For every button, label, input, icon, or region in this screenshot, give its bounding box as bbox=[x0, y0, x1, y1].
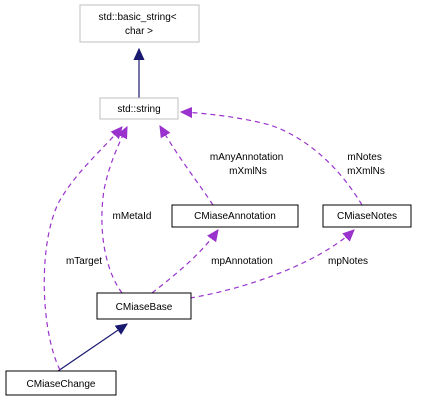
edge-labels: mAnyAnnotation mXmlNs mNotes mXmlNs mMet… bbox=[66, 152, 385, 267]
edge-label-line: mXmlNs bbox=[229, 166, 267, 177]
edge-base-to-annotation bbox=[151, 230, 218, 294]
edge-label-target: mTarget bbox=[66, 256, 102, 267]
node-miase-notes[interactable]: CMiaseNotes bbox=[322, 204, 412, 228]
node-label-line: CMiaseBase bbox=[116, 302, 173, 313]
edge-base-to-notes bbox=[189, 230, 354, 299]
node-label-line: std::basic_string< bbox=[99, 12, 177, 23]
inheritance-edges bbox=[57, 49, 139, 372]
edge-notes-to-std-string bbox=[181, 112, 363, 206]
node-label: CMiaseChange bbox=[27, 379, 96, 390]
node-label-line: CMiaseChange bbox=[27, 379, 96, 390]
edge-label-annotation-ptr: mpAnnotation bbox=[211, 256, 273, 267]
node-box bbox=[322, 204, 412, 228]
edge-label-line: mNotes bbox=[347, 152, 381, 163]
edge-label-line: mTarget bbox=[66, 256, 102, 267]
node-label-line: char > bbox=[125, 26, 153, 37]
node-label: CMiaseBase bbox=[116, 302, 173, 313]
node-label: std::string bbox=[117, 104, 160, 115]
edge-annotation-to-std-string bbox=[160, 126, 214, 206]
node-box bbox=[79, 4, 200, 43]
node-label-line: std::string bbox=[117, 104, 160, 115]
node-box bbox=[171, 204, 299, 228]
node-label: std::basic_string< char > bbox=[99, 12, 180, 37]
node-label-line: CMiaseAnnotation bbox=[194, 211, 276, 222]
edge-label-notes-ptr: mpNotes bbox=[328, 256, 368, 267]
edge-label-line: mpAnnotation bbox=[211, 256, 273, 267]
edge-label-line: mMetaId bbox=[113, 211, 152, 222]
node-label: CMiaseAnnotation bbox=[194, 211, 276, 222]
node-miase-base[interactable]: CMiaseBase bbox=[96, 292, 192, 320]
edge-base-to-std-string-metaid bbox=[101, 127, 127, 294]
edge-label-meta-id: mMetaId bbox=[113, 211, 152, 222]
node-box bbox=[99, 97, 179, 120]
node-miase-change[interactable]: CMiaseChange bbox=[5, 370, 117, 396]
edge-change-to-std-string-target bbox=[43, 127, 122, 371]
edge-label-notes-ns: mNotes mXmlNs bbox=[347, 152, 385, 177]
node-basic-string[interactable]: std::basic_string< char > bbox=[79, 4, 200, 43]
edge-label-line: mAnyAnnotation bbox=[210, 152, 283, 163]
node-box bbox=[96, 292, 192, 320]
node-label: CMiaseNotes bbox=[337, 211, 397, 222]
node-box bbox=[5, 370, 117, 396]
usage-edges bbox=[43, 112, 363, 371]
edge-change-to-base bbox=[57, 324, 127, 372]
edge-label-line: mXmlNs bbox=[347, 166, 385, 177]
edge-label-line: mpNotes bbox=[328, 256, 368, 267]
node-std-string[interactable]: std::string bbox=[99, 97, 179, 120]
node-label-line: CMiaseNotes bbox=[337, 211, 397, 222]
node-miase-annotation[interactable]: CMiaseAnnotation bbox=[171, 204, 299, 228]
edge-label-any-annotation: mAnyAnnotation mXmlNs bbox=[210, 152, 286, 177]
